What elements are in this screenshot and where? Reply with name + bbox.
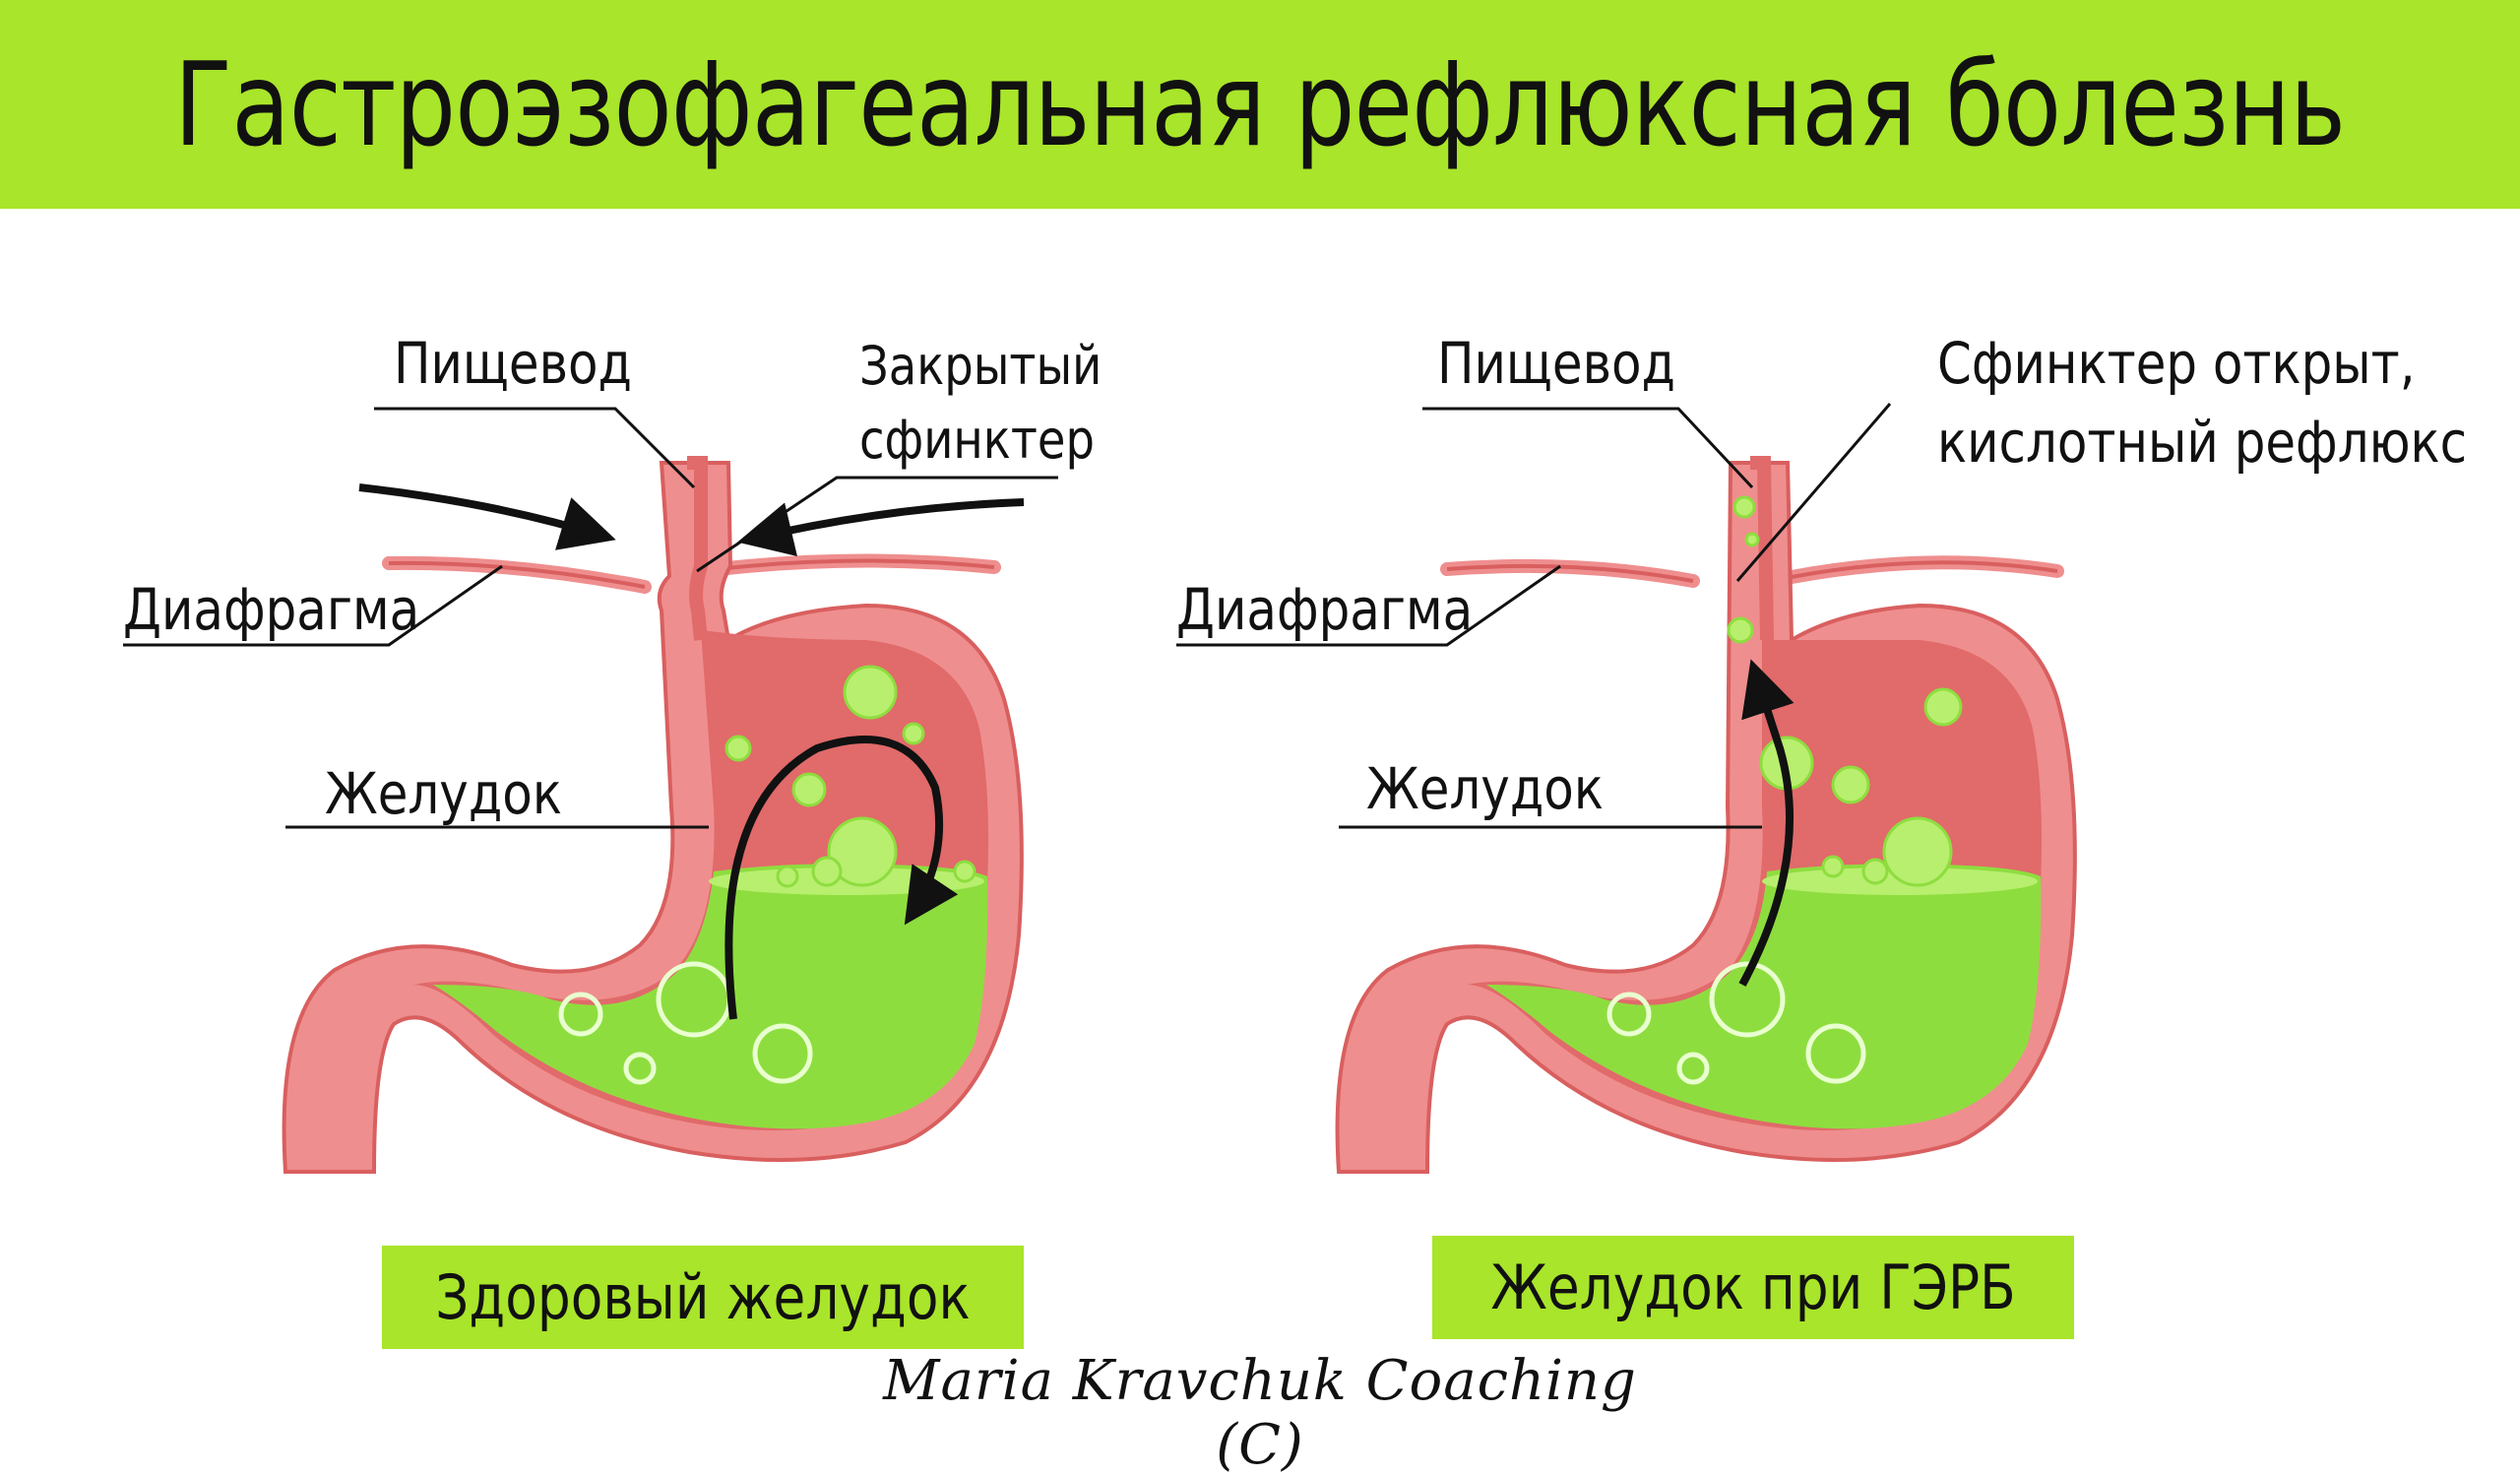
healthy-caption-box: Здоровый желудок	[382, 1246, 1024, 1349]
left-esophagus-label: Пищевод	[394, 330, 632, 397]
right-diaphragm-label: Диафрагма	[1176, 576, 1474, 643]
stomach-acid	[433, 864, 988, 1129]
leader-diaphragm	[1176, 564, 1561, 647]
sphincter-arrow-left	[358, 483, 616, 550]
right-stomach-label: Желудок	[1366, 755, 1604, 822]
reflux-bubbles	[1727, 495, 1963, 887]
leader-esophagus	[1422, 407, 1754, 489]
healthy-stomach	[123, 407, 1058, 1174]
right-sphincter-label-line2: кислотный рефлюкс	[1937, 409, 2468, 476]
gerd-stomach	[1176, 403, 2077, 1174]
acid-rings	[1606, 961, 1866, 1085]
diagram-canvas	[123, 403, 2077, 1174]
gerd-caption-box: Желудок при ГЭРБ	[1432, 1236, 2074, 1339]
left-sphincter-label-line1: Закрытый	[859, 335, 1102, 397]
circulation-arrow	[724, 736, 959, 1020]
leader-diaphragm	[123, 564, 503, 647]
left-diaphragm-label: Диафрагма	[123, 576, 420, 643]
left-stomach-label: Желудок	[325, 760, 562, 827]
gerd-caption: Желудок при ГЭРБ	[1490, 1252, 2016, 1323]
right-sphincter-label-line1: Сфинктер открыт,	[1937, 330, 2416, 397]
leader-sphincter	[696, 476, 1058, 573]
acid-rings	[558, 961, 813, 1085]
title-bar: Гастроэзофагеальная рефлюксная болезнь	[0, 0, 2520, 209]
page-title: Гастроэзофагеальная рефлюксная болезнь	[174, 36, 2346, 172]
right-esophagus-label: Пищевод	[1437, 330, 1675, 397]
leader-sphincter	[1735, 403, 1892, 582]
sphincter-arrow-right	[737, 498, 1025, 556]
acid-bubbles	[724, 665, 976, 888]
left-sphincter-label-line2: сфинктер	[859, 409, 1095, 471]
author-signature: Maria Kravchuk Coaching (C)	[883, 1349, 1637, 1477]
stomach-acid	[1486, 864, 2042, 1129]
healthy-caption: Здоровый желудок	[435, 1261, 971, 1333]
leader-esophagus	[374, 407, 696, 489]
reflux-arrow	[1738, 659, 1795, 987]
